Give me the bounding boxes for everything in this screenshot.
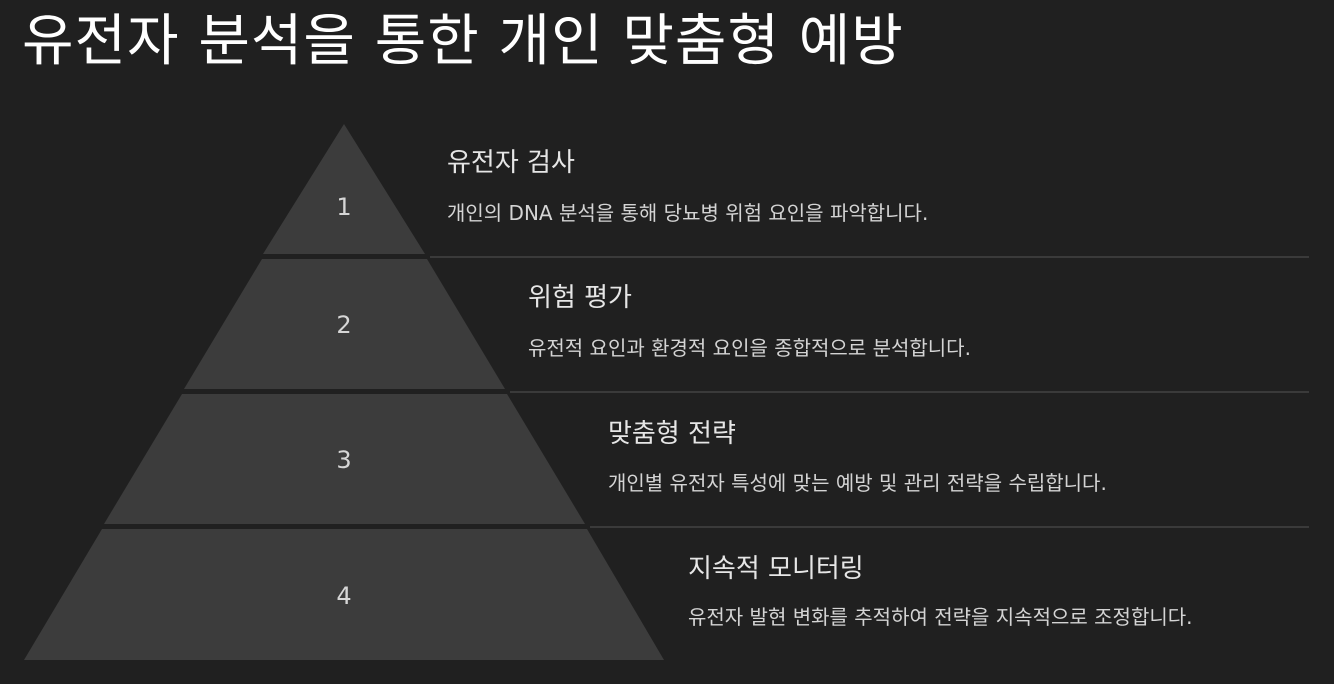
step-3-description: 개인별 유전자 특성에 맞는 예방 및 관리 전략을 수립합니다.	[608, 471, 1107, 495]
tier-number-2: 2	[336, 311, 351, 339]
step-4-description: 유전자 발현 변화를 추적하여 전략을 지속적으로 조정합니다.	[688, 605, 1193, 629]
pyramid-tier-4	[24, 529, 664, 660]
step-3-heading: 맞춤형 전략	[608, 419, 736, 449]
step-1-description: 개인의 DNA 분석을 통해 당뇨병 위험 요인을 파악합니다.	[447, 201, 929, 225]
step-4-heading: 지속적 모니터링	[688, 554, 864, 584]
step-1-heading: 유전자 검사	[447, 148, 575, 178]
pyramid-tier-3	[104, 394, 585, 524]
pyramid-tier-2	[184, 259, 505, 389]
step-2-description: 유전적 요인과 환경적 요인을 종합적으로 분석합니다.	[528, 336, 971, 360]
pyramid-tier-1	[263, 124, 425, 254]
tier-number-3: 3	[336, 446, 351, 474]
step-2-heading: 위험 평가	[528, 283, 632, 313]
tier-number-4: 4	[336, 582, 351, 610]
page-title: 유전자 분석을 통한 개인 맞춤형 예방	[22, 9, 904, 74]
tier-number-1: 1	[336, 193, 351, 221]
